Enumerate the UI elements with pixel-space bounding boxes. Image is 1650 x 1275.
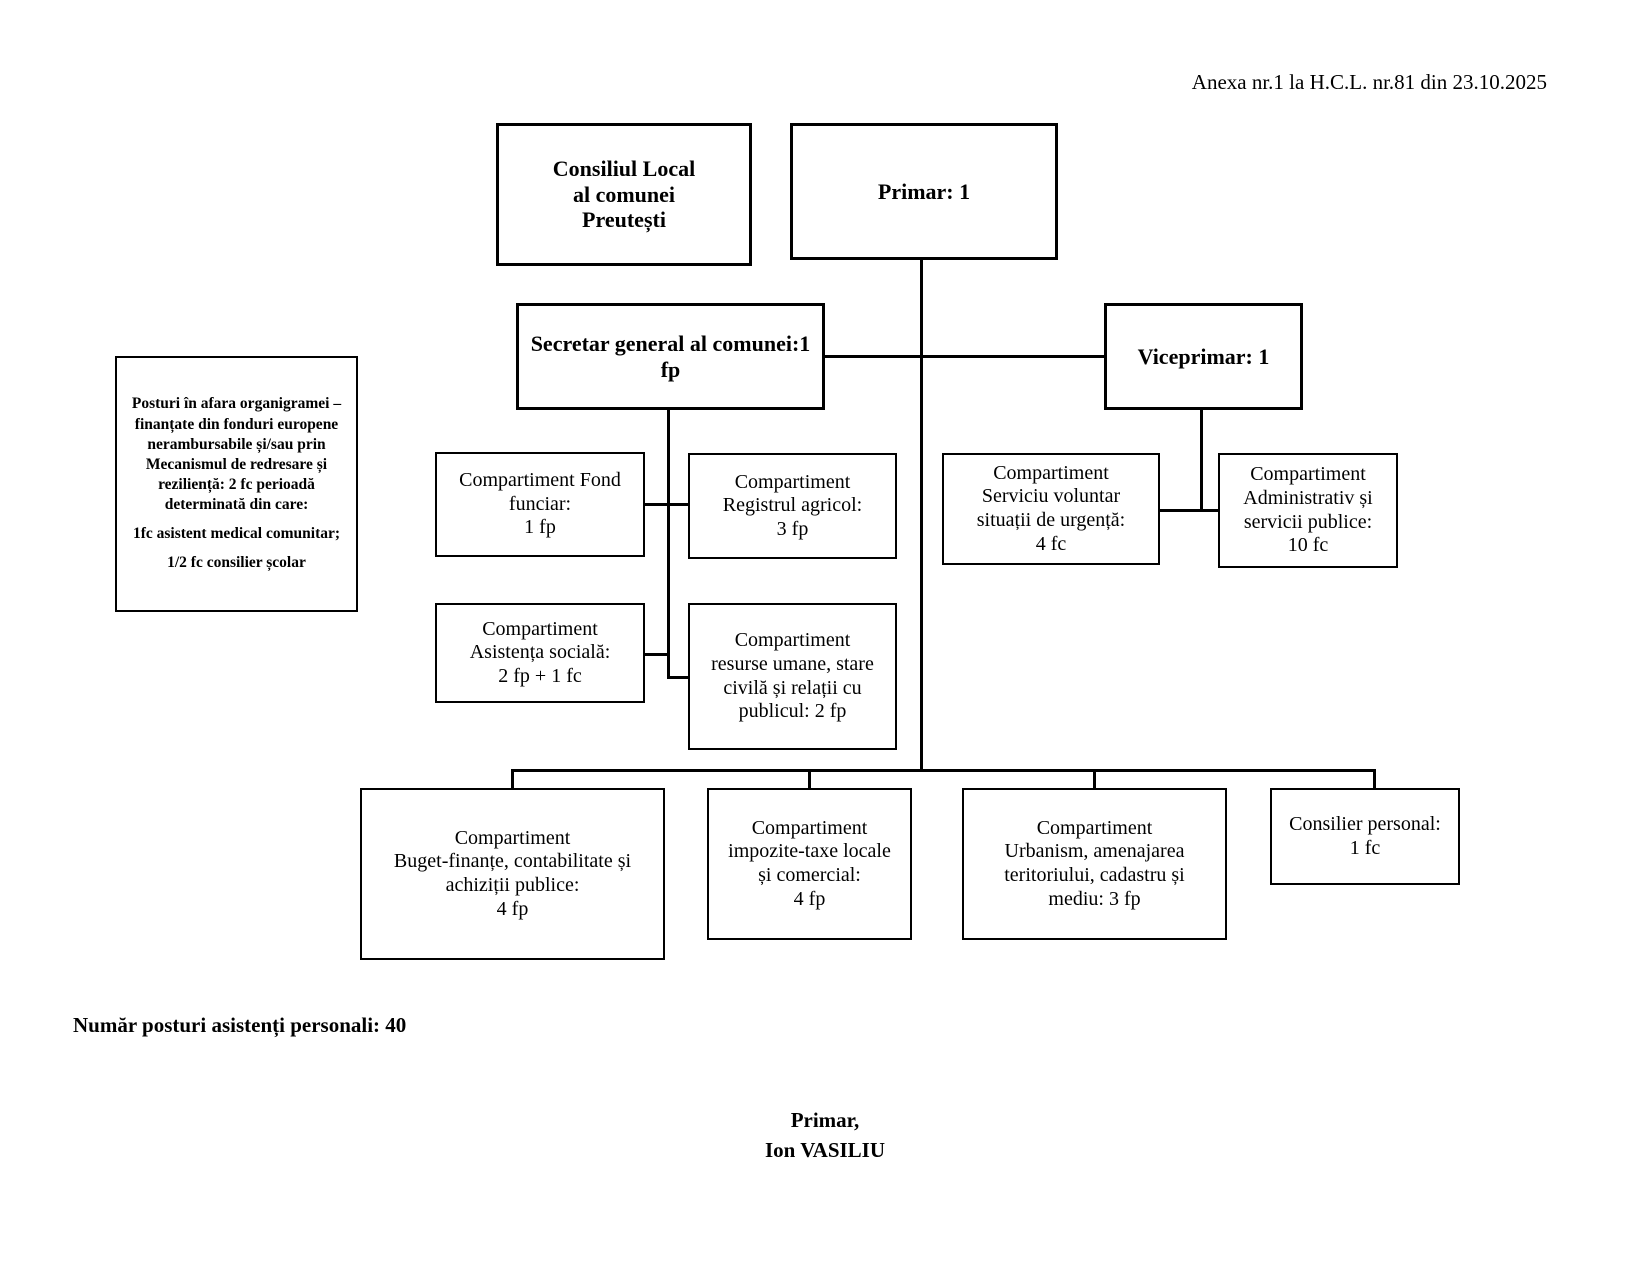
node-viceprimar: Viceprimar: 1 xyxy=(1104,303,1303,410)
connector-bottom-row xyxy=(511,769,1376,772)
connector-secretar-viceprimar xyxy=(825,355,1104,358)
node-serviciu-voluntar: Compartiment Serviciu voluntar situații … xyxy=(942,453,1160,565)
connector-primar-vertical xyxy=(920,258,923,772)
node-primar-title: Primar: 1 xyxy=(877,178,971,204)
side-note-p3: 1/2 fc consilier școlar xyxy=(167,554,306,572)
node-resurse-line1: Compartiment xyxy=(734,629,851,652)
node-urbanism-line1: Compartiment xyxy=(1036,816,1153,839)
node-serviciu-count: 4 fc xyxy=(1035,532,1067,555)
connector-stub-impozite xyxy=(808,769,811,789)
node-fond-funciar-count: 1 fp xyxy=(524,516,556,539)
signature-role: Primar, xyxy=(790,1108,860,1132)
connector-secretar-vertical xyxy=(667,408,670,679)
node-consilier-line1: Consilier personal: xyxy=(1289,812,1441,835)
connector-serviciu-administrativ xyxy=(1160,509,1218,512)
connector-viceprimar-vertical xyxy=(1200,408,1203,512)
side-note-p1: Posturi în afara organigramei – finanțat… xyxy=(131,395,342,514)
node-buget-count: 4 fp xyxy=(496,897,529,920)
node-impozite-count: 4 fp xyxy=(793,887,826,910)
node-consiliul-line1: Consiliul Local xyxy=(552,155,696,181)
node-asistenta-sociala: Compartiment Asistența socială: 2 fp + 1… xyxy=(435,603,645,703)
connector-stub-urbanism xyxy=(1093,769,1096,789)
node-buget-line1: Compartiment xyxy=(454,826,571,849)
node-registrul-agricol: Compartiment Registrul agricol: 3 fp xyxy=(688,453,897,559)
node-registrul-count: 3 fp xyxy=(776,517,809,540)
node-serviciu-line2: Serviciu voluntar situații de urgență: xyxy=(976,485,1126,531)
node-administrativ-count: 10 fc xyxy=(1287,534,1329,557)
connector-stub-consilier xyxy=(1373,769,1376,789)
footer-asistenti-personali: Număr posturi asistenți personali: 40 xyxy=(73,1013,407,1037)
node-buget-line2: Buget-finanțe, contabilitate și achiziți… xyxy=(393,850,632,896)
node-resurse-line2: resurse umane, stare civilă și relații c… xyxy=(711,652,874,723)
node-urbanism-line2: Urbanism, amenajarea teritoriului, cadas… xyxy=(1004,840,1185,910)
signature-block: Primar, Ion VASILIU xyxy=(640,1105,1010,1166)
node-consilier-line2: 1 fc xyxy=(1349,836,1381,859)
node-registrul-line2: Registrul agricol: xyxy=(722,494,863,517)
node-consiliul-line2: al comunei xyxy=(572,181,676,207)
node-asistenta-name: Compartiment Asistența socială: xyxy=(469,617,611,664)
node-secretar-general: Secretar general al comunei:1 fp xyxy=(516,303,825,410)
node-fond-funciar: Compartiment Fond funciar: 1 fp xyxy=(435,452,645,557)
node-asistenta-count: 2 fp + 1 fc xyxy=(498,664,582,687)
node-administrativ-name: Compartiment Administrativ și servicii p… xyxy=(1243,463,1373,533)
side-note-posturi: Posturi în afara organigramei – finanțat… xyxy=(115,356,358,612)
connector-asistenta-stub xyxy=(645,653,670,656)
side-note-p2: 1fc asistent medical comunitar; xyxy=(132,525,341,543)
node-viceprimar-title: Viceprimar: 1 xyxy=(1137,343,1270,369)
connector-fond-registrul xyxy=(645,503,688,506)
node-urbanism: Compartiment Urbanism, amenajarea terito… xyxy=(962,788,1227,940)
signature-name: Ion VASILIU xyxy=(764,1138,886,1163)
node-consilier-personal: Consilier personal: 1 fc xyxy=(1270,788,1460,885)
node-fond-funciar-name: Compartiment Fond funciar: xyxy=(459,469,621,515)
node-primar: Primar: 1 xyxy=(790,123,1058,260)
node-serviciu-line1: Compartiment xyxy=(993,461,1109,484)
connector-resurse-stub xyxy=(667,676,688,679)
node-resurse-umane: Compartiment resurse umane, stare civilă… xyxy=(688,603,897,750)
node-administrativ: Compartiment Administrativ și servicii p… xyxy=(1218,453,1398,568)
annotation-anexa: Anexa nr.1 la H.C.L. nr.81 din 23.10.202… xyxy=(1191,70,1547,94)
connector-stub-buget xyxy=(511,769,514,789)
node-consiliul-local: Consiliul Local al comunei Preutești xyxy=(496,123,752,266)
node-secretar-title: Secretar general al comunei:1 fp xyxy=(530,330,811,382)
node-buget-finante: Compartiment Buget-finanțe, contabilitat… xyxy=(360,788,665,960)
node-impozite-taxe: Compartiment impozite-taxe locale și com… xyxy=(707,788,912,940)
node-consiliul-line3: Preutești xyxy=(582,207,666,233)
node-impozite-line1: Compartiment xyxy=(751,816,868,839)
node-impozite-line2: impozite-taxe locale și comercial: xyxy=(728,840,891,886)
node-registrul-line1: Compartiment xyxy=(734,470,851,493)
